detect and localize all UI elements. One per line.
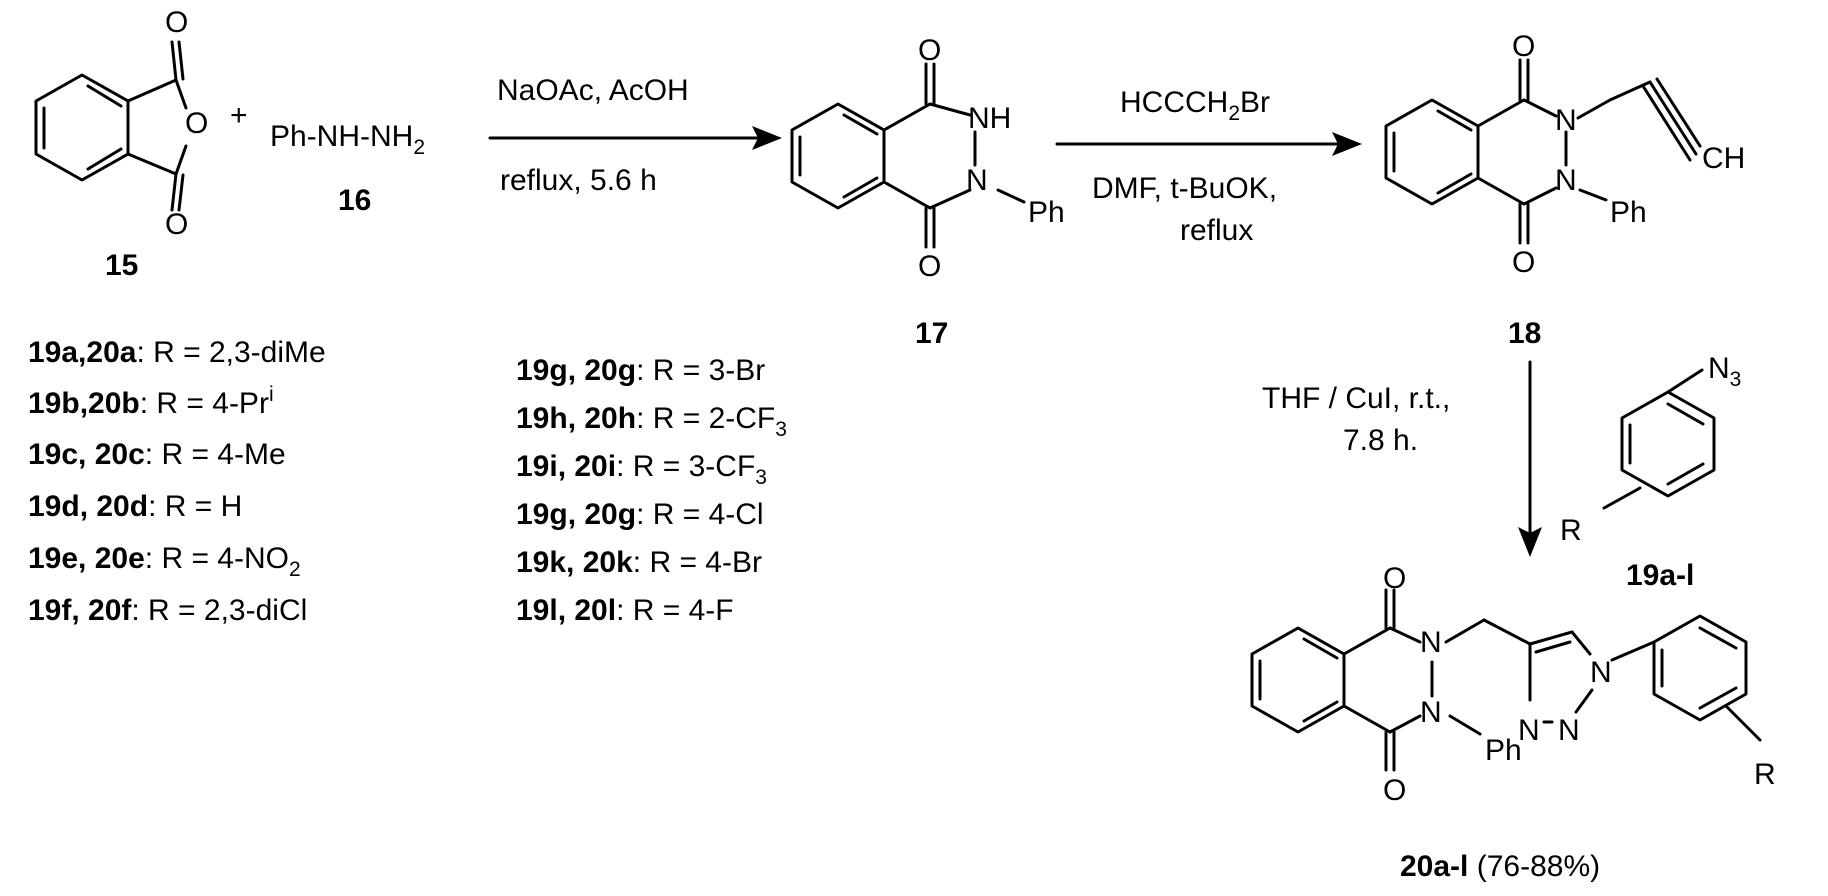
substituent-entry: 19h, 20h: R = 2-CF3: [516, 402, 787, 441]
triazole-nitrogen-2: N: [1558, 714, 1580, 747]
compound-17-label: 17: [915, 317, 948, 350]
product-20-structure: O N N Ph O N N N R: [1250, 562, 1776, 807]
compound-18-structure: O N N CH Ph O: [1384, 30, 1745, 279]
oxygen-atom: O: [165, 208, 188, 241]
compound-17-structure: O NH N Ph O: [790, 34, 1065, 283]
substituent-entry: 19b,20b: R = 4-Pri: [28, 383, 274, 420]
product-20-label: 20a-l (76-88%): [1400, 850, 1600, 883]
terminal-ch-group: CH: [1702, 142, 1745, 175]
step2-reagent: HCCCH2Br: [1120, 86, 1270, 125]
oxygen-atom: O: [165, 6, 188, 39]
oxygen-atom: O: [918, 34, 941, 67]
compound-18-label: 18: [1508, 317, 1541, 350]
reaction-arrow-2: [1055, 132, 1362, 156]
triazole-nitrogen-3: N: [1518, 714, 1540, 747]
substituent-entry: 19g, 20g: R = 4-Cl: [516, 498, 764, 531]
step1-reagents: NaOAc, AcOH: [497, 74, 689, 107]
oxygen-atom: O: [1383, 774, 1406, 807]
oxygen-atom: O: [1383, 562, 1406, 595]
step2-conditions-line2: reflux: [1180, 214, 1253, 247]
nitrogen-atom: N: [1555, 104, 1577, 137]
substituent-entry: 19g, 20g: R = 3-Br: [516, 354, 765, 387]
nitrogen-atom: N: [1420, 696, 1442, 729]
oxygen-atom: O: [918, 250, 941, 283]
nitrogen-atom: N: [1420, 626, 1442, 659]
step3-conditions-line1: THF / CuI, r.t.,: [1262, 382, 1450, 415]
reagent-16-formula: Ph-NH-NH2: [270, 120, 425, 159]
oxygen-atom: O: [185, 107, 208, 140]
reagent-16-label: 16: [338, 184, 371, 217]
plus-sign: +: [230, 99, 248, 132]
substituent-entry: 19i, 20i: R = 3-CF3: [516, 450, 767, 489]
r-substituent: R: [1560, 514, 1582, 547]
substituent-list-left: 19a,20a: R = 2,3-diMe 19b,20b: R = 4-Pri…: [28, 336, 326, 627]
phenyl-group: Ph: [1485, 734, 1522, 767]
step2-conditions-line1: DMF, t-BuOK,: [1092, 172, 1277, 205]
phenyl-group: Ph: [1610, 196, 1647, 229]
reaction-arrow-1: [488, 126, 782, 150]
substituent-entry: 19e, 20e: R = 4-NO2: [28, 542, 301, 581]
step3-conditions-line2: 7.8 h.: [1343, 424, 1418, 457]
nitrogen-atom: N: [966, 164, 988, 197]
nh-group: NH: [968, 102, 1011, 135]
azide-group: N3: [1708, 352, 1741, 391]
compound-15-structure: O O O: [34, 6, 208, 241]
oxygen-atom: O: [1512, 30, 1535, 63]
substituent-entry: 19a,20a: R = 2,3-diMe: [28, 336, 326, 369]
phenyl-group: Ph: [1028, 196, 1065, 229]
compound-15-label: 15: [105, 249, 138, 282]
reaction-arrow-3: [1518, 360, 1542, 557]
r-substituent: R: [1754, 758, 1776, 791]
substituent-entry: 19l, 20l: R = 4-F: [516, 594, 734, 627]
aryl-azide-19-structure: N3 R: [1560, 352, 1741, 547]
substituent-entry: 19k, 20k: R = 4-Br: [516, 546, 762, 579]
substituent-entry: 19c, 20c: R = 4-Me: [28, 438, 286, 471]
substituent-list-right: 19g, 20g: R = 3-Br 19h, 20h: R = 2-CF3 1…: [516, 354, 787, 627]
triazole-nitrogen-1: N: [1590, 656, 1612, 689]
substituent-entry: 19d, 20d: R = H: [28, 490, 242, 523]
compound-19-label: 19a-l: [1626, 559, 1694, 592]
nitrogen-atom: N: [1555, 164, 1577, 197]
oxygen-atom: O: [1512, 246, 1535, 279]
substituent-entry: 19f, 20f: R = 2,3-diCl: [28, 594, 307, 627]
step1-conditions: reflux, 5.6 h: [500, 164, 657, 197]
